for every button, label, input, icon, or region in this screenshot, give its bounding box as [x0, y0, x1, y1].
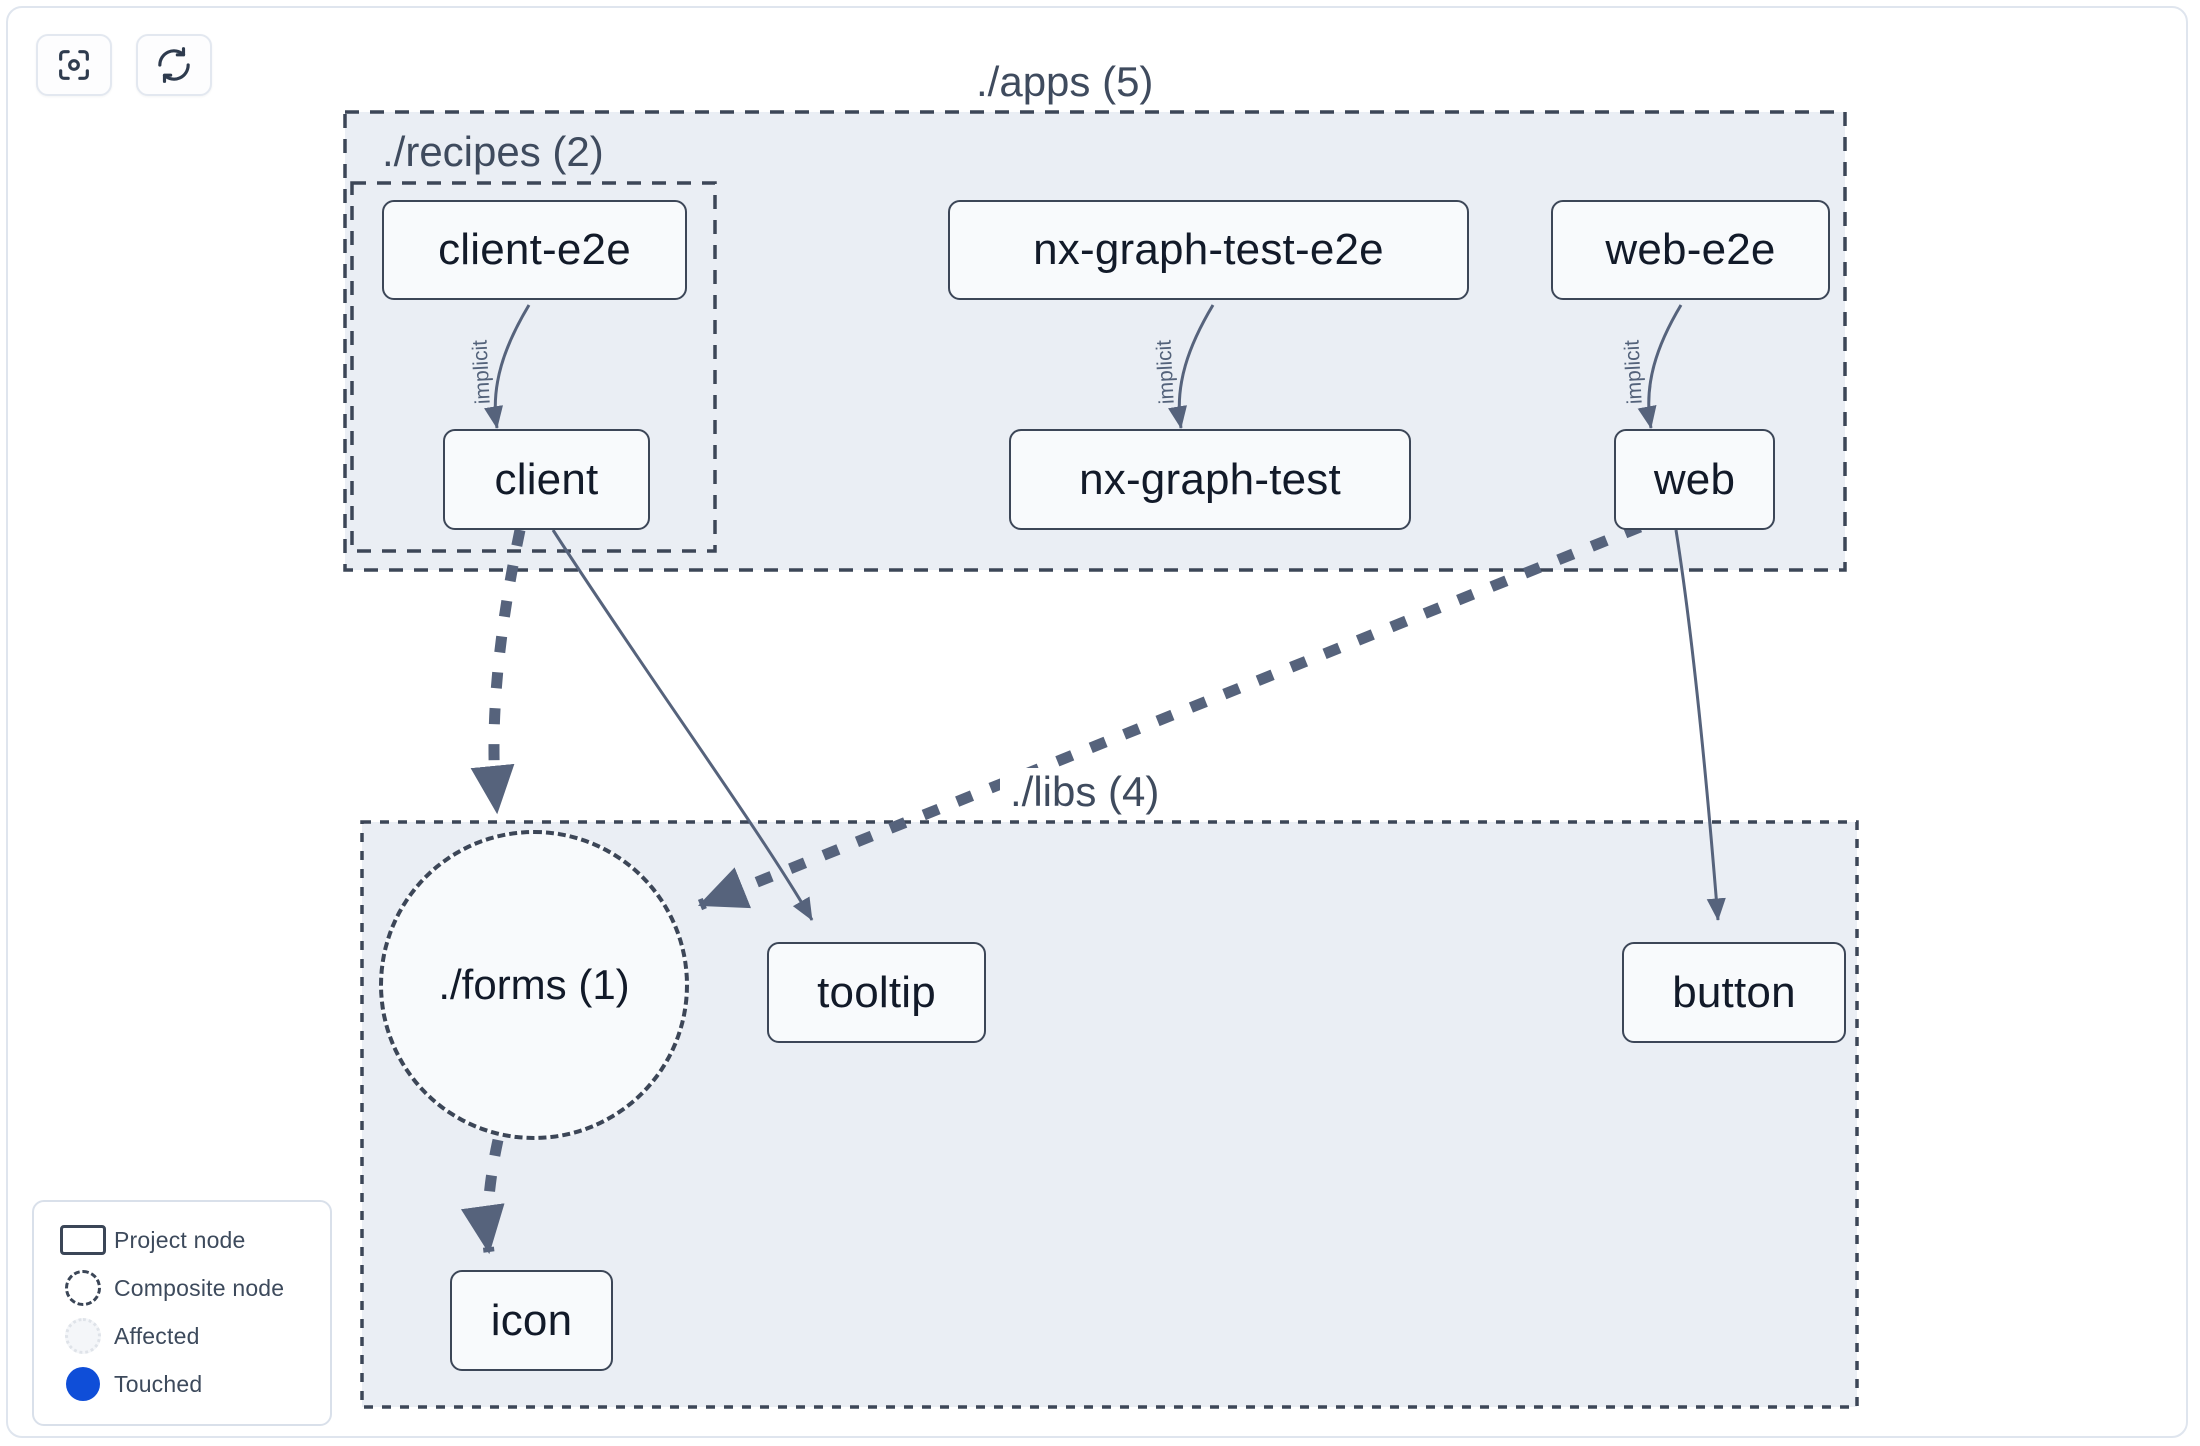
graph-legend: Project node Composite node Affected Tou…	[32, 1200, 332, 1426]
edge-web-to-forms[interactable]	[697, 521, 1643, 911]
group-title-recipes: ./recipes (2)	[372, 128, 614, 176]
edge-client-e2e-to-client[interactable]	[484, 304, 531, 429]
project-node-swatch-icon	[52, 1225, 114, 1255]
legend-item-touched: Touched	[52, 1360, 314, 1408]
edge-label-implicit-nx-graph-test: implicit	[1152, 339, 1179, 405]
edge-label-implicit-client: implicit	[468, 339, 495, 405]
refresh-graph-button[interactable]	[136, 34, 212, 96]
group-title-libs: ./libs (4)	[1000, 768, 1170, 816]
node-button[interactable]: button	[1622, 942, 1846, 1043]
edge-web-to-button[interactable]	[1674, 529, 1726, 921]
edge-label-implicit-web: implicit	[1620, 339, 1647, 405]
legend-item-affected: Affected	[52, 1312, 314, 1360]
edge-client-to-tooltip[interactable]	[551, 529, 814, 921]
affected-swatch-icon	[52, 1318, 114, 1354]
node-nx-graph-test-e2e[interactable]: nx-graph-test-e2e	[948, 200, 1469, 300]
node-web[interactable]: web	[1614, 429, 1775, 530]
refresh-icon	[154, 45, 194, 85]
legend-label-project-node: Project node	[114, 1226, 246, 1253]
group-title-apps: ./apps (5)	[966, 58, 1164, 106]
touched-swatch-icon	[52, 1367, 114, 1401]
legend-label-affected: Affected	[114, 1322, 200, 1349]
edge-nxgraphteste2e-to-nxgraphtest[interactable]	[1168, 304, 1215, 429]
node-icon[interactable]: icon	[450, 1270, 613, 1371]
focus-target-icon	[54, 45, 94, 85]
legend-label-composite-node: Composite node	[114, 1274, 285, 1301]
focus-graph-button[interactable]	[36, 34, 112, 96]
graph-toolbar	[36, 34, 212, 96]
legend-label-touched: Touched	[114, 1370, 203, 1397]
edge-webe2e-to-web[interactable]	[1637, 304, 1683, 429]
edge-client-to-forms[interactable]	[470, 528, 526, 815]
node-forms-composite[interactable]: ./forms (1)	[379, 830, 689, 1140]
legend-item-composite-node: Composite node	[52, 1264, 314, 1312]
node-client[interactable]: client	[443, 429, 650, 530]
node-tooltip[interactable]: tooltip	[767, 942, 986, 1043]
node-nx-graph-test[interactable]: nx-graph-test	[1009, 429, 1411, 530]
composite-node-swatch-icon	[52, 1270, 114, 1306]
edge-forms-to-icon[interactable]	[460, 1138, 505, 1255]
node-web-e2e[interactable]: web-e2e	[1551, 200, 1830, 300]
legend-item-project-node: Project node	[52, 1216, 314, 1264]
node-client-e2e[interactable]: client-e2e	[382, 200, 687, 300]
